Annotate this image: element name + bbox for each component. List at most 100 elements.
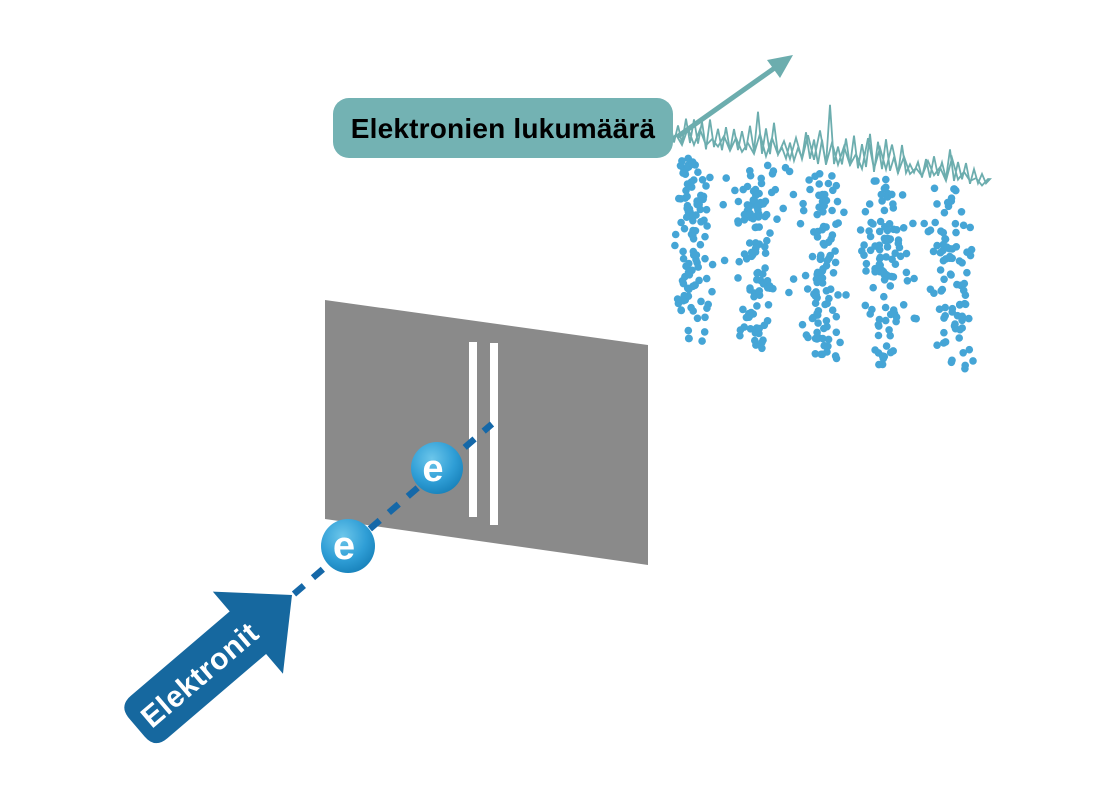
detection-dot: [734, 274, 742, 282]
detection-dot: [814, 307, 823, 315]
detection-dot: [719, 200, 727, 209]
detection-dot: [889, 347, 897, 355]
detection-dot: [878, 352, 887, 360]
detection-dot: [936, 266, 945, 274]
detection-dots: [671, 154, 977, 373]
detection-dot: [801, 271, 810, 280]
detection-dot: [689, 216, 697, 225]
detection-dot: [880, 292, 888, 301]
detection-dot: [684, 326, 693, 335]
electron-source-arrow: Elektronit: [124, 591, 292, 744]
detection-dot: [959, 349, 967, 357]
detection-dot: [834, 219, 842, 227]
detection-dot: [896, 252, 905, 261]
detection-dot: [909, 219, 917, 228]
detection-dot: [902, 249, 911, 258]
detection-dot: [931, 218, 939, 227]
detection-dot: [892, 226, 901, 234]
detection-dot: [808, 252, 817, 261]
detection-dot: [683, 201, 692, 210]
detection-dot: [814, 319, 822, 327]
detection-dot: [941, 303, 949, 312]
detection-dot: [702, 205, 711, 214]
detection-dot: [813, 328, 821, 337]
detection-dot: [689, 307, 697, 315]
detection-dot: [820, 201, 828, 210]
detection-dot: [834, 291, 842, 299]
detection-dot: [937, 227, 945, 235]
detection-dot: [951, 219, 960, 228]
detection-dot: [763, 161, 772, 170]
detection-dot: [958, 324, 966, 332]
detection-dot: [720, 256, 729, 265]
count-label: Elektronien lukumäärä: [333, 98, 673, 158]
electron-source-arrow-shape: [124, 591, 292, 744]
detection-dot: [875, 241, 884, 250]
detection-dot: [753, 269, 761, 278]
detection-dot: [708, 287, 716, 296]
detection-dot: [858, 247, 866, 255]
detection-dot: [755, 287, 764, 295]
detection-dot: [761, 249, 770, 257]
detection-dot: [750, 292, 758, 301]
detection-dot: [697, 218, 705, 226]
electron-source-label: Elektronit: [135, 616, 265, 734]
detection-dot: [912, 314, 920, 323]
detection-dot: [682, 213, 691, 221]
detection-dot: [861, 301, 870, 310]
detection-dot: [828, 306, 837, 315]
detection-dot: [826, 285, 835, 294]
detection-dot: [810, 290, 818, 298]
detection-dot: [697, 191, 705, 200]
detection-dot: [903, 277, 912, 285]
detection-dot: [955, 257, 964, 265]
detection-dot: [702, 182, 710, 190]
detection-dot: [965, 314, 973, 323]
detection-dot: [832, 328, 841, 337]
detection-dot: [865, 227, 873, 235]
detection-dot: [763, 236, 771, 245]
detection-dot: [965, 345, 974, 354]
detection-dot: [824, 335, 833, 344]
detection-dot: [886, 282, 895, 290]
detection-dot: [824, 179, 833, 188]
detection-dot: [933, 241, 941, 250]
detection-dot: [959, 286, 968, 295]
detection-dot: [842, 291, 850, 299]
detection-dot: [886, 331, 894, 340]
detection-dot: [948, 304, 957, 313]
detection-dot: [880, 206, 889, 215]
detection-dot: [813, 278, 821, 287]
detection-dot: [877, 190, 886, 199]
detection-dot: [671, 230, 680, 239]
detection-dot: [882, 253, 890, 261]
electron-1: e: [321, 519, 375, 573]
detection-dot: [887, 272, 896, 281]
detection-dot: [959, 221, 968, 230]
detection-dot: [685, 259, 693, 268]
detection-dot: [823, 256, 831, 265]
detection-dot: [950, 185, 958, 193]
detection-dot: [940, 275, 948, 284]
detection-dot: [930, 289, 938, 298]
detection-dot: [689, 235, 698, 243]
detection-dot: [939, 256, 948, 265]
detection-dot: [875, 260, 884, 269]
detection-dot: [883, 243, 892, 251]
detection-dot: [957, 208, 966, 216]
detection-dot: [722, 174, 730, 182]
detection-dot: [862, 259, 871, 268]
detection-dot: [828, 172, 836, 180]
detection-dot: [679, 169, 687, 177]
electron-trajectory: [291, 421, 495, 597]
detection-dot: [746, 284, 754, 292]
detection-dot: [679, 254, 688, 263]
count-axis-arrowhead: [767, 55, 793, 78]
detection-dot: [946, 270, 955, 279]
detection-dot: [683, 192, 691, 201]
detection-dot: [946, 252, 954, 261]
detection-dot: [961, 364, 969, 373]
detection-dot: [966, 251, 975, 260]
count-label-text: Elektronien lukumäärä: [351, 113, 656, 144]
detection-dot: [757, 179, 766, 188]
